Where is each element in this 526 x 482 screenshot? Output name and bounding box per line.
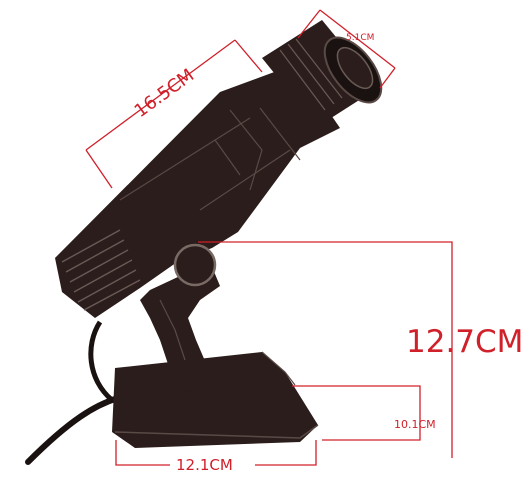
power-cable xyxy=(25,395,121,465)
dimension-lines xyxy=(85,9,453,466)
lens-diameter-label: 5.1CM xyxy=(346,33,374,43)
side-cable xyxy=(88,320,114,402)
height-line xyxy=(198,241,453,458)
body-length-line xyxy=(85,39,236,151)
projector-stand xyxy=(140,262,220,392)
base-depth-line xyxy=(292,385,421,441)
projector-illustration xyxy=(25,20,383,465)
heatsink-fins xyxy=(61,229,141,311)
projector-base xyxy=(112,352,318,448)
lens-diameter-line xyxy=(319,9,396,69)
base-width-label: 12.1CM xyxy=(176,456,233,474)
base-depth-label: 10.1CM xyxy=(394,418,436,431)
pivot-knob xyxy=(173,243,217,287)
projector-body xyxy=(55,64,340,318)
height-label: 12.7CM xyxy=(406,324,523,360)
base-width-line xyxy=(115,440,170,466)
body-length-label: 16.5CM xyxy=(131,65,199,122)
